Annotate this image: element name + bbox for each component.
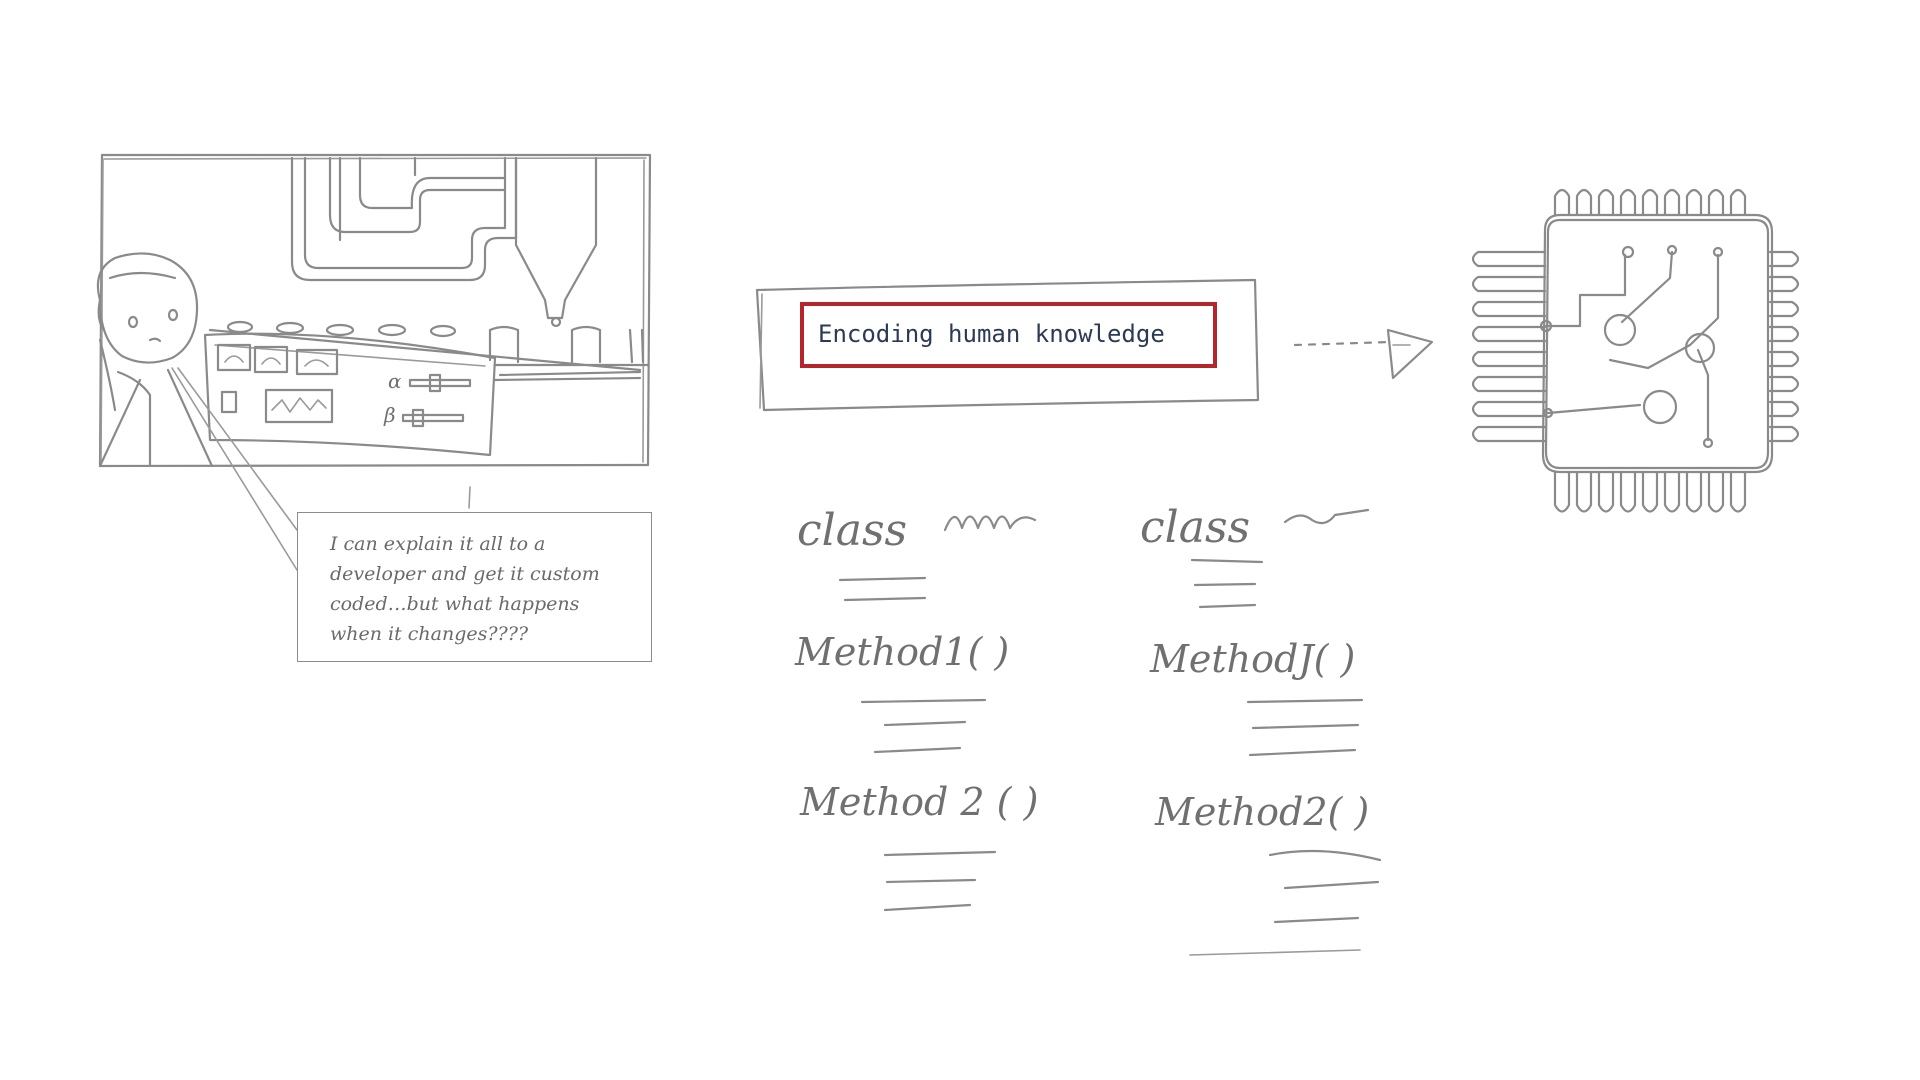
engineer-sketch bbox=[96, 252, 214, 468]
chip-pin bbox=[1729, 188, 1747, 217]
chip-pin bbox=[1471, 425, 1547, 443]
speech-pointer bbox=[171, 367, 471, 571]
chip-pin bbox=[1471, 275, 1547, 293]
chip-pin bbox=[1553, 470, 1571, 513]
right-method-2: Method2( ) bbox=[1154, 790, 1369, 834]
microchip-icon bbox=[1471, 188, 1800, 513]
code-sketch-left: class Method1( ) Method 2 ( ) bbox=[794, 505, 1038, 912]
right-method-1: MethodJ( ) bbox=[1149, 637, 1355, 681]
machine-control-panel-sketch: α β bbox=[203, 332, 497, 457]
chip-pin bbox=[1707, 470, 1725, 513]
chip-pin bbox=[1553, 188, 1571, 217]
chip-pin bbox=[1768, 350, 1800, 368]
chip-pin bbox=[1663, 470, 1681, 513]
chip-pin bbox=[1575, 470, 1593, 513]
chip-pin bbox=[1471, 250, 1547, 268]
svg-text:α: α bbox=[388, 369, 402, 393]
chip-pin bbox=[1768, 400, 1800, 418]
chip-pin bbox=[1471, 300, 1547, 318]
left-method-1: Method1( ) bbox=[794, 630, 1009, 674]
chip-pin bbox=[1729, 470, 1747, 513]
chip-pin bbox=[1685, 470, 1703, 513]
speech-bubble: I can explain it all to a developer and … bbox=[297, 512, 652, 662]
chip-pin bbox=[1471, 350, 1547, 368]
chip-pin bbox=[1768, 250, 1800, 268]
encoding-knowledge-box: Encoding human knowledge bbox=[800, 302, 1217, 368]
knob-row-sketch bbox=[208, 320, 650, 382]
chip-pin bbox=[1641, 470, 1659, 513]
chip-pin bbox=[1619, 188, 1637, 217]
hopper-sketch bbox=[514, 156, 598, 328]
storyboard-frame bbox=[98, 153, 652, 468]
left-class-keyword: class bbox=[797, 505, 907, 556]
chip-pin bbox=[1685, 188, 1703, 217]
chip-pin bbox=[1597, 470, 1615, 513]
chip-pin bbox=[1768, 300, 1800, 318]
chip-pin bbox=[1663, 188, 1681, 217]
arrow-icon bbox=[1293, 328, 1434, 380]
chip-pin bbox=[1768, 425, 1800, 443]
code-sketch-right: class MethodJ( ) Method2( ) bbox=[1140, 502, 1382, 956]
chip-pin bbox=[1768, 375, 1800, 393]
chip-pin bbox=[1619, 470, 1637, 513]
chip-pin bbox=[1471, 375, 1547, 393]
chip-pin bbox=[1768, 325, 1800, 343]
chip-pin bbox=[1575, 188, 1593, 217]
right-class-keyword: class bbox=[1140, 502, 1250, 553]
chip-pin bbox=[1471, 325, 1547, 343]
label-frame-sketch bbox=[755, 278, 1260, 412]
left-method-2: Method 2 ( ) bbox=[799, 780, 1038, 824]
svg-text:β: β bbox=[383, 403, 396, 427]
chip-pin bbox=[1471, 400, 1547, 418]
chip-pin bbox=[1597, 188, 1615, 217]
chip-pin bbox=[1707, 188, 1725, 217]
pipes-sketch bbox=[290, 156, 518, 282]
chip-pin bbox=[1768, 275, 1800, 293]
chip-pin bbox=[1641, 188, 1659, 217]
